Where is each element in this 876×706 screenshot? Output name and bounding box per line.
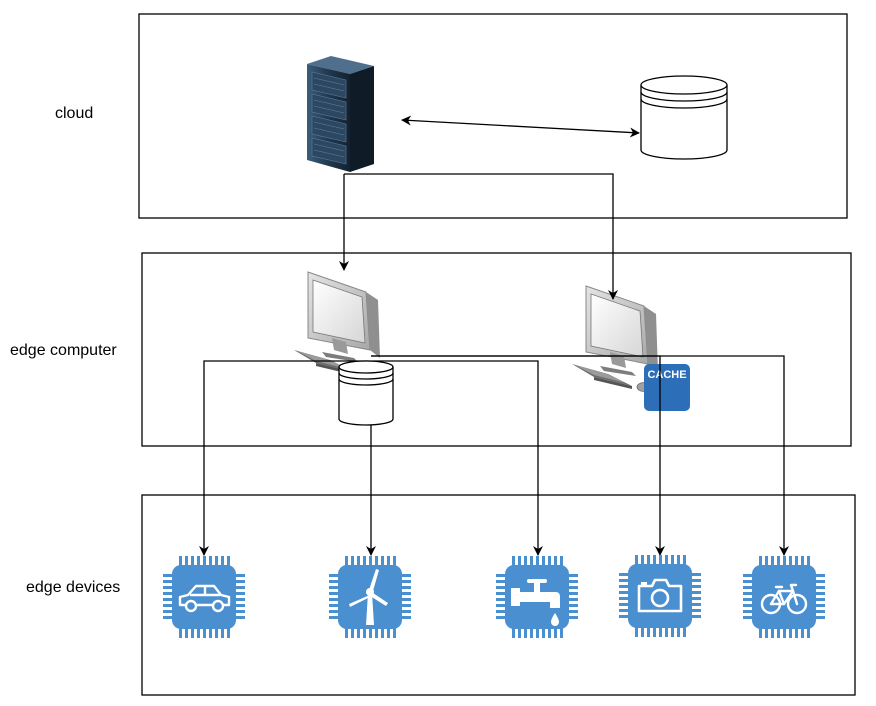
edge-devices-layer-box xyxy=(141,494,856,696)
cache-label: CACHE xyxy=(647,369,686,381)
edge-computer-layer-box xyxy=(141,252,852,447)
edge-devices-layer-label: edge devices xyxy=(26,579,120,596)
cloud-layer-box xyxy=(138,13,848,219)
cache-icon: CACHE xyxy=(644,364,690,411)
car-chip-icon xyxy=(163,556,245,638)
server-db-link xyxy=(401,115,640,138)
bicycle-chip-icon xyxy=(743,556,825,638)
edge-to-tap-link xyxy=(371,360,543,556)
camera-chip-icon xyxy=(619,555,701,637)
server-rack-icon xyxy=(307,56,374,172)
edge-to-bike-link xyxy=(371,355,789,556)
wind-turbine-chip-icon xyxy=(329,556,411,638)
cloud-database-icon xyxy=(640,75,728,160)
edge-to-camera-link xyxy=(371,355,665,556)
connectors xyxy=(199,115,789,556)
edge-computer-layer-label: edge computer xyxy=(10,342,117,359)
edge-to-car-link xyxy=(199,360,371,556)
edge-database-icon xyxy=(338,360,394,426)
water-tap-chip-icon xyxy=(496,556,578,638)
server-to-edge-right-link xyxy=(344,173,618,300)
cloud-layer-label: cloud xyxy=(55,105,93,122)
